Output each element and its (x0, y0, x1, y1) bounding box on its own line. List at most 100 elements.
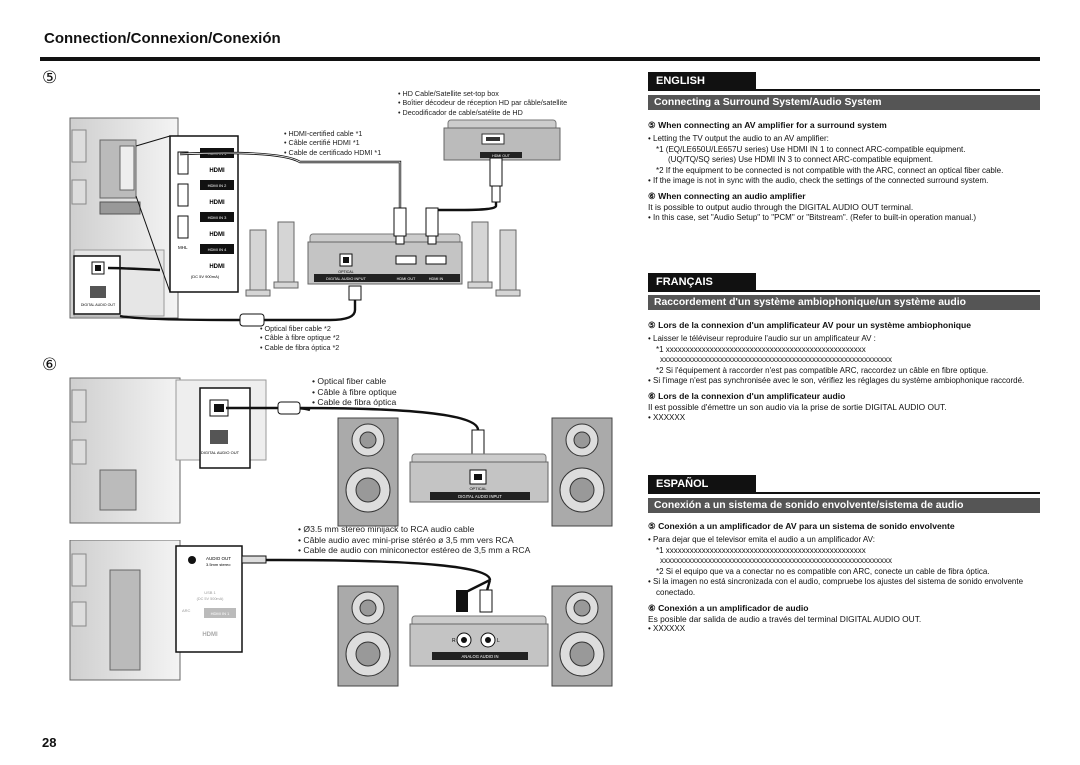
audio-amplifier: OPTICAL DIGITAL AUDIO INPUT (409, 453, 549, 503)
french-heading-6: ⑥ Lors de la connexion d'un amplificateu… (648, 390, 846, 401)
optical2-caption-fr: Câble à fibre optique (312, 387, 396, 398)
spanish-body: ⑤ Conexión a un amplificador de AV para … (648, 521, 1043, 635)
english-bullet-1: Letting the TV output the audio to an AV… (648, 134, 1043, 145)
optical2-caption-es: Cable de fibra óptica (312, 397, 397, 408)
lang-header-french: FRANÇAIS (648, 272, 1040, 292)
french-note-2: *2 Si l'équipement à raccorder n'est pas… (656, 365, 989, 375)
optical2-caption-en: Optical fiber cable (312, 376, 397, 387)
optical-plug (348, 285, 362, 301)
amp-analog-audio-in-label: ANALOG AUDIO IN (462, 654, 499, 659)
page-title: Connection/Connexion/Conexión (44, 30, 281, 47)
mhl-label: MHL (178, 245, 188, 250)
rca-caption-en: Ø3.5 mm stereo minijack to RCA audio cab… (298, 524, 530, 535)
hdmi-logo: HDMI (209, 232, 225, 238)
optical-cable (299, 406, 480, 448)
optical-output-panel: DIGITAL AUDIO OUT (175, 379, 267, 469)
english-body: ⑤ When connecting an AV amplifier for a … (648, 120, 1043, 223)
spanish-bullet-1: Para dejar que el televisor emita el aud… (648, 535, 1043, 546)
usb-sub-label: (DC 5V 500mA) (197, 597, 225, 601)
french-heading-5: ⑤ Lors de la connexion d'un amplificateu… (648, 320, 971, 330)
section-header-french: Raccordement d'un système ambiophonique/… (648, 295, 1040, 310)
arc-label: ARC (182, 608, 191, 613)
audio-out-label: AUDIO OUT (206, 556, 231, 561)
english-note-2: *2 If the equipment to be connected is n… (656, 165, 1004, 175)
rca-caption-fr: Câble audio avec mini-prise stéréo ø 3,5… (298, 535, 530, 546)
optical-cable-caption: Optical fiber cable *2 Câble à fibre opt… (260, 324, 340, 352)
settop-caption-es: Decodificador de cable/satélite de HD (398, 108, 567, 117)
optical-output-panel: DIGITAL AUDIO OUT (73, 255, 121, 315)
hdmi-in-2-label: HDMI IN 2 (208, 183, 227, 188)
settop-caption: HD Cable/Satellite set-top box Boîtier d… (398, 89, 568, 117)
spanish-bullet-2: Si la imagen no está sincronizada con el… (648, 577, 1043, 598)
audio-out-sub-label: 3.5mm stereo (206, 562, 231, 567)
audio-out-panel: AUDIO OUT 3.5mm stereo USB 1 (DC 5V 500m… (175, 545, 243, 653)
title-rule (40, 57, 1040, 61)
av-amplifier: OPTICAL DIGITAL AUDIO INPUT HDMI OUT HDM… (307, 233, 463, 285)
optical-plug (239, 313, 265, 327)
french-note-1a: *1 xxxxxxxxxxxxxxxxxxxxxxxxxxxxxxxxxxxxx… (656, 344, 866, 354)
dc-label: (DC 5V 900mA) (191, 274, 220, 279)
usb-label: USB 1 (204, 590, 216, 595)
hdmi-logo: HDMI (209, 168, 225, 174)
rca-cable-caption: Ø3.5 mm stereo minijack to RCA audio cab… (298, 524, 530, 556)
spanish-bullet-3: XXXXXX (648, 624, 1043, 635)
hdmi-out-label: HDMI OUT (492, 154, 511, 158)
hdmi-logo: HDMI (202, 632, 218, 638)
l-label: L (497, 638, 500, 644)
spanish-note-1b: xxxxxxxxxxxxxxxxxxxxxxxxxxxxxxxxxxxxxxxx… (660, 556, 892, 566)
hdmi-caption-es: Cable de certificado HDMI *1 (284, 148, 382, 157)
settop-caption-en: HD Cable/Satellite set-top box (398, 89, 567, 98)
settop-box: HDMI OUT (443, 119, 561, 161)
spanish-paragraph-6: Es posible dar salida de audio a través … (648, 613, 922, 624)
amp-digital-audio-input-label: DIGITAL AUDIO INPUT (326, 277, 366, 281)
optical-caption-fr: Câble à fibre optique *2 (260, 333, 340, 342)
spanish-note-1a: *1 xxxxxxxxxxxxxxxxxxxxxxxxxxxxxxxxxxxxx… (656, 545, 866, 555)
hdmi-cable-caption: HDMI-certified cable *1 Câble certifié H… (284, 129, 382, 157)
step-6-marker: ⑥ (42, 355, 58, 374)
hdmi-input-panel: HDMI IN 1 HDMI HDMI IN 2 HDMI HDMI IN 3 … (135, 135, 239, 293)
french-paragraph-6: Il est possible d'émettre un son audio v… (648, 401, 947, 412)
audio-amplifier: R L ANALOG AUDIO IN (409, 615, 549, 667)
french-bullet-2: Si l'image n'est pas synchronisée avec l… (648, 376, 1043, 387)
tv-back-panel (69, 540, 181, 681)
audio-amp-rca-diagram: AUDIO OUT 3.5mm stereo USB 1 (DC 5V 500m… (69, 540, 613, 687)
hdmi-logo: HDMI (209, 200, 225, 206)
amp-optical-label: OPTICAL (338, 270, 353, 274)
rca-caption-es: Cable de audio con miniconector estéreo … (298, 545, 530, 556)
speakers (245, 221, 521, 297)
speaker-right (551, 585, 613, 687)
digital-audio-out-label: DIGITAL AUDIO OUT (81, 303, 116, 307)
spanish-heading-5: ⑤ Conexión a un amplificador de AV para … (648, 521, 955, 531)
hdmi-caption-fr: Câble certifié HDMI *1 (284, 138, 381, 147)
french-bullet-3: XXXXXX (648, 413, 1043, 424)
audio-amp-optical-diagram: DIGITAL AUDIO OUT OPTICAL DIGITAL AUDIO … (69, 377, 613, 527)
spanish-note-2: *2 Si el equipo que va a conectar no es … (656, 566, 990, 576)
english-note-1b: (UQ/TQ/SQ series) Use HDMI IN 3 to conne… (668, 155, 933, 165)
french-body: ⑤ Lors de la connexion d'un amplificateu… (648, 320, 1043, 423)
tv-back-panel (69, 377, 181, 524)
surround-diagram: HDMI IN 1 HDMI HDMI IN 2 HDMI HDMI IN 3 … (69, 117, 561, 327)
english-heading-5: ⑤ When connecting an AV amplifier for a … (648, 120, 887, 130)
lang-header-spanish: ESPAÑOL (648, 474, 1040, 494)
spanish-heading-6: ⑥ Conexión a un amplificador de audio (648, 602, 809, 613)
hdmi-plugs (393, 157, 503, 245)
english-bullet-3: In this case, set "Audio Setup" to "PCM"… (648, 213, 1043, 224)
r-label: R (452, 638, 456, 644)
section-header-spanish: Conexión a un sistema de sonido envolven… (648, 498, 1040, 513)
section-header-english: Connecting a Surround System/Audio Syste… (648, 95, 1040, 110)
hdmi-logo: HDMI (209, 264, 225, 270)
optical-caption-en: Optical fiber cable *2 (260, 324, 340, 333)
hdmi-in-1-label: HDMI IN 1 (211, 611, 230, 616)
english-paragraph-6: It is possible to output audio through t… (648, 201, 914, 212)
english-note-1a: *1 (EQ/LE650U/LE657U series) Use HDMI IN… (656, 144, 966, 154)
amp-optical-label: OPTICAL (469, 486, 487, 491)
french-bullet-1: Laisser le téléviseur reproduire l'audio… (648, 334, 1043, 345)
amp-digital-audio-input-label: DIGITAL AUDIO INPUT (458, 494, 502, 499)
french-note-1b: xxxxxxxxxxxxxxxxxxxxxxxxxxxxxxxxxxxxxxxx… (660, 355, 892, 365)
amp-hdmi-in-label: HDMI IN (429, 277, 444, 281)
digital-audio-out-label: DIGITAL AUDIO OUT (201, 450, 240, 455)
speaker-right (551, 417, 613, 527)
amp-hdmi-out-label: HDMI OUT (397, 277, 416, 281)
english-heading-6: ⑥ When connecting an audio amplifier (648, 190, 806, 201)
step-5-marker: ⑤ (42, 68, 58, 87)
